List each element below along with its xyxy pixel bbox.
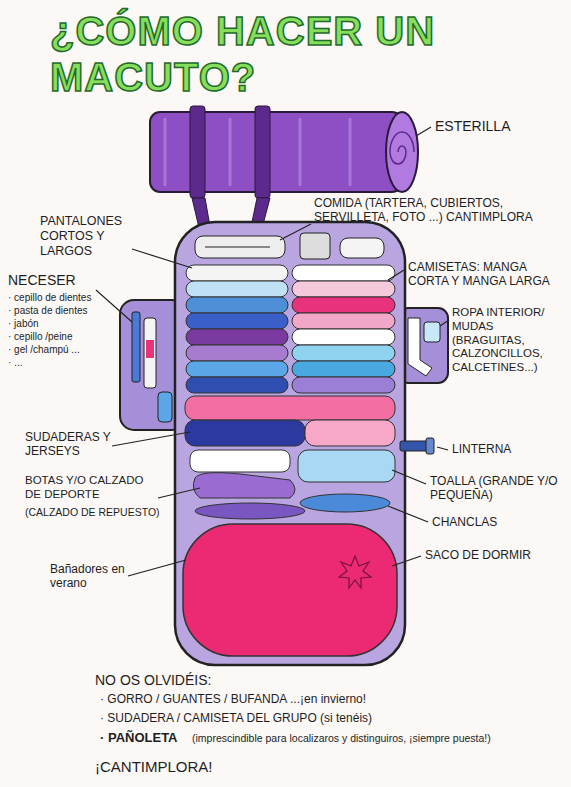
toothbrush	[132, 312, 140, 382]
part-label: LINTERNA	[452, 442, 511, 456]
toothpaste-stripe	[146, 340, 154, 358]
cutlery	[205, 246, 270, 248]
note-item: · SUDADERA / CAMISETA DEL GRUPO (si tené…	[100, 711, 372, 725]
bag-drawstring	[339, 556, 371, 588]
flip-flop	[195, 503, 305, 519]
backpack-body	[175, 222, 405, 665]
cup	[300, 233, 330, 259]
gel-bottle	[158, 392, 172, 422]
part-label: NECESER	[8, 272, 76, 289]
toothpaste	[144, 318, 156, 388]
sneaker	[190, 450, 290, 472]
mat-stripe	[349, 118, 352, 186]
part-label: PANTALONES CORTOS Y LARGOS	[40, 214, 158, 259]
list-item: · cepillo de dientes	[8, 292, 120, 304]
note-detail: (imprescindible para localizaros y disti…	[192, 732, 562, 745]
note-item: · GORRO / GUANTES / BUFANDA ...¡en invie…	[100, 692, 366, 706]
sweater	[185, 396, 395, 420]
note-item: ¡CANTIMPLORA!	[95, 758, 213, 776]
list-item: · cepillo /peine	[8, 331, 120, 343]
strap	[190, 106, 205, 198]
mat-end	[386, 112, 418, 192]
part-label: CAMISETAS: MANGA CORTA Y MANGA LARGA	[408, 260, 566, 289]
part-label: SUDADERAS Y JERSEYS	[25, 430, 125, 459]
part-label: CHANCLAS	[432, 515, 497, 529]
title: ¿CÓMO HACER UN MACUTO?	[50, 8, 470, 100]
part-label: (CALZADO DE REPUESTO)	[25, 506, 160, 519]
part-label: ROPA INTERIOR/ MUDAS (BRAGUITAS, CALZONC…	[452, 306, 566, 375]
mat-stripe	[229, 118, 232, 186]
flashlight	[400, 441, 428, 451]
list-item: · jabón	[8, 318, 120, 330]
mat-spiral	[390, 132, 414, 164]
shirts-left	[186, 265, 288, 393]
list-item: · ...	[8, 357, 120, 369]
list-item: · gel /champú ...	[8, 344, 120, 356]
part-label: ESTERILLA	[435, 118, 510, 135]
mat-stripe	[299, 118, 302, 186]
sweater	[185, 420, 305, 446]
part-label: TOALLA (GRANDE Y/O PEQUEÑA)	[430, 474, 564, 503]
note-item: · PAÑOLETA	[100, 730, 178, 746]
mat-roll	[150, 112, 402, 192]
part-label: COMIDA (TARTERA, CUBIERTOS, SERVILLETA, …	[314, 196, 544, 225]
mat-stripe	[164, 118, 167, 186]
towel	[298, 450, 395, 482]
lunchbox	[195, 236, 285, 258]
boot	[193, 473, 295, 498]
napkin	[340, 238, 384, 258]
part-label: BOTAS Y/O CALZADO DE DEPORTE	[25, 474, 160, 502]
note-heading: NO OS OLVIDÉIS:	[95, 672, 211, 689]
flashlight-head	[426, 438, 434, 454]
list-item: · pasta de dientes	[8, 305, 120, 317]
flip-flop	[300, 494, 390, 512]
sweater	[305, 420, 395, 446]
part-label: Bañadores en verano	[50, 562, 130, 591]
part-label: SACO DE DORMIR	[425, 548, 531, 562]
shirts-right	[292, 265, 395, 393]
underwear	[424, 322, 440, 342]
sleeping-bag	[183, 524, 397, 656]
strap	[255, 106, 270, 198]
